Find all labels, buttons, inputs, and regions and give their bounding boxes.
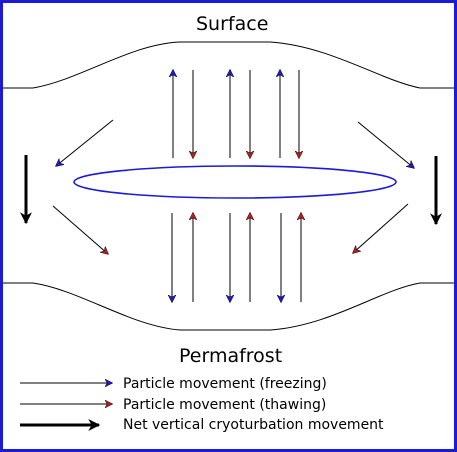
diag-arrow-lower-right-thawing <box>353 203 409 253</box>
permafrost-label: Permafrost <box>179 345 283 367</box>
legend-text-freezing: Particle movement (freezing) <box>123 376 327 392</box>
upper-boundary <box>3 41 454 89</box>
ice-lens <box>73 165 397 199</box>
surface-label: Surface <box>196 13 269 35</box>
diag-arrow-lower-left-thawing <box>52 205 108 254</box>
diag-arrow-upper-left-freezing <box>56 119 114 166</box>
diag-arrow-upper-right-freezing <box>357 121 414 168</box>
legend-text-net: Net vertical cryoturbation movement <box>123 417 384 433</box>
lower-boundary <box>3 282 454 331</box>
legend-text-thawing: Particle movement (thawing) <box>123 397 327 413</box>
